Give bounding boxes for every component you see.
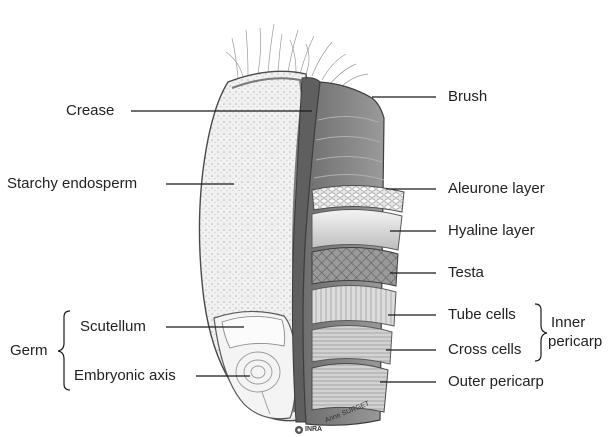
germ-bracket <box>58 311 70 390</box>
credit-org: INRA <box>305 426 322 433</box>
tube-cells-slab <box>312 285 396 326</box>
label-inner-pericarp-line1: Inner <box>551 314 585 332</box>
label-crease: Crease <box>66 102 114 120</box>
label-inner-pericarp-line2: pericarp <box>548 333 602 351</box>
inner-pericarp-bracket <box>535 304 547 361</box>
label-outer-pericarp: Outer pericarp <box>448 373 544 391</box>
label-aleurone-layer: Aleurone layer <box>448 180 545 198</box>
label-embryonic-axis: Embryonic axis <box>74 367 176 385</box>
hyaline-slab <box>312 209 402 250</box>
label-starchy-endosperm: Starchy endosperm <box>7 175 137 193</box>
scutellum-shape <box>222 316 285 348</box>
label-germ: Germ <box>10 342 48 360</box>
label-scutellum: Scutellum <box>80 318 146 336</box>
label-hyaline-layer: Hyaline layer <box>448 222 535 240</box>
label-cross-cells: Cross cells <box>448 341 521 359</box>
label-tube-cells: Tube cells <box>448 306 516 324</box>
testa-slab <box>312 247 398 286</box>
label-brush: Brush <box>448 88 487 106</box>
outer-pericarp-slab <box>312 363 388 412</box>
label-testa: Testa <box>448 264 484 282</box>
cross-cells-slab <box>312 325 392 364</box>
inra-logo <box>295 426 303 434</box>
